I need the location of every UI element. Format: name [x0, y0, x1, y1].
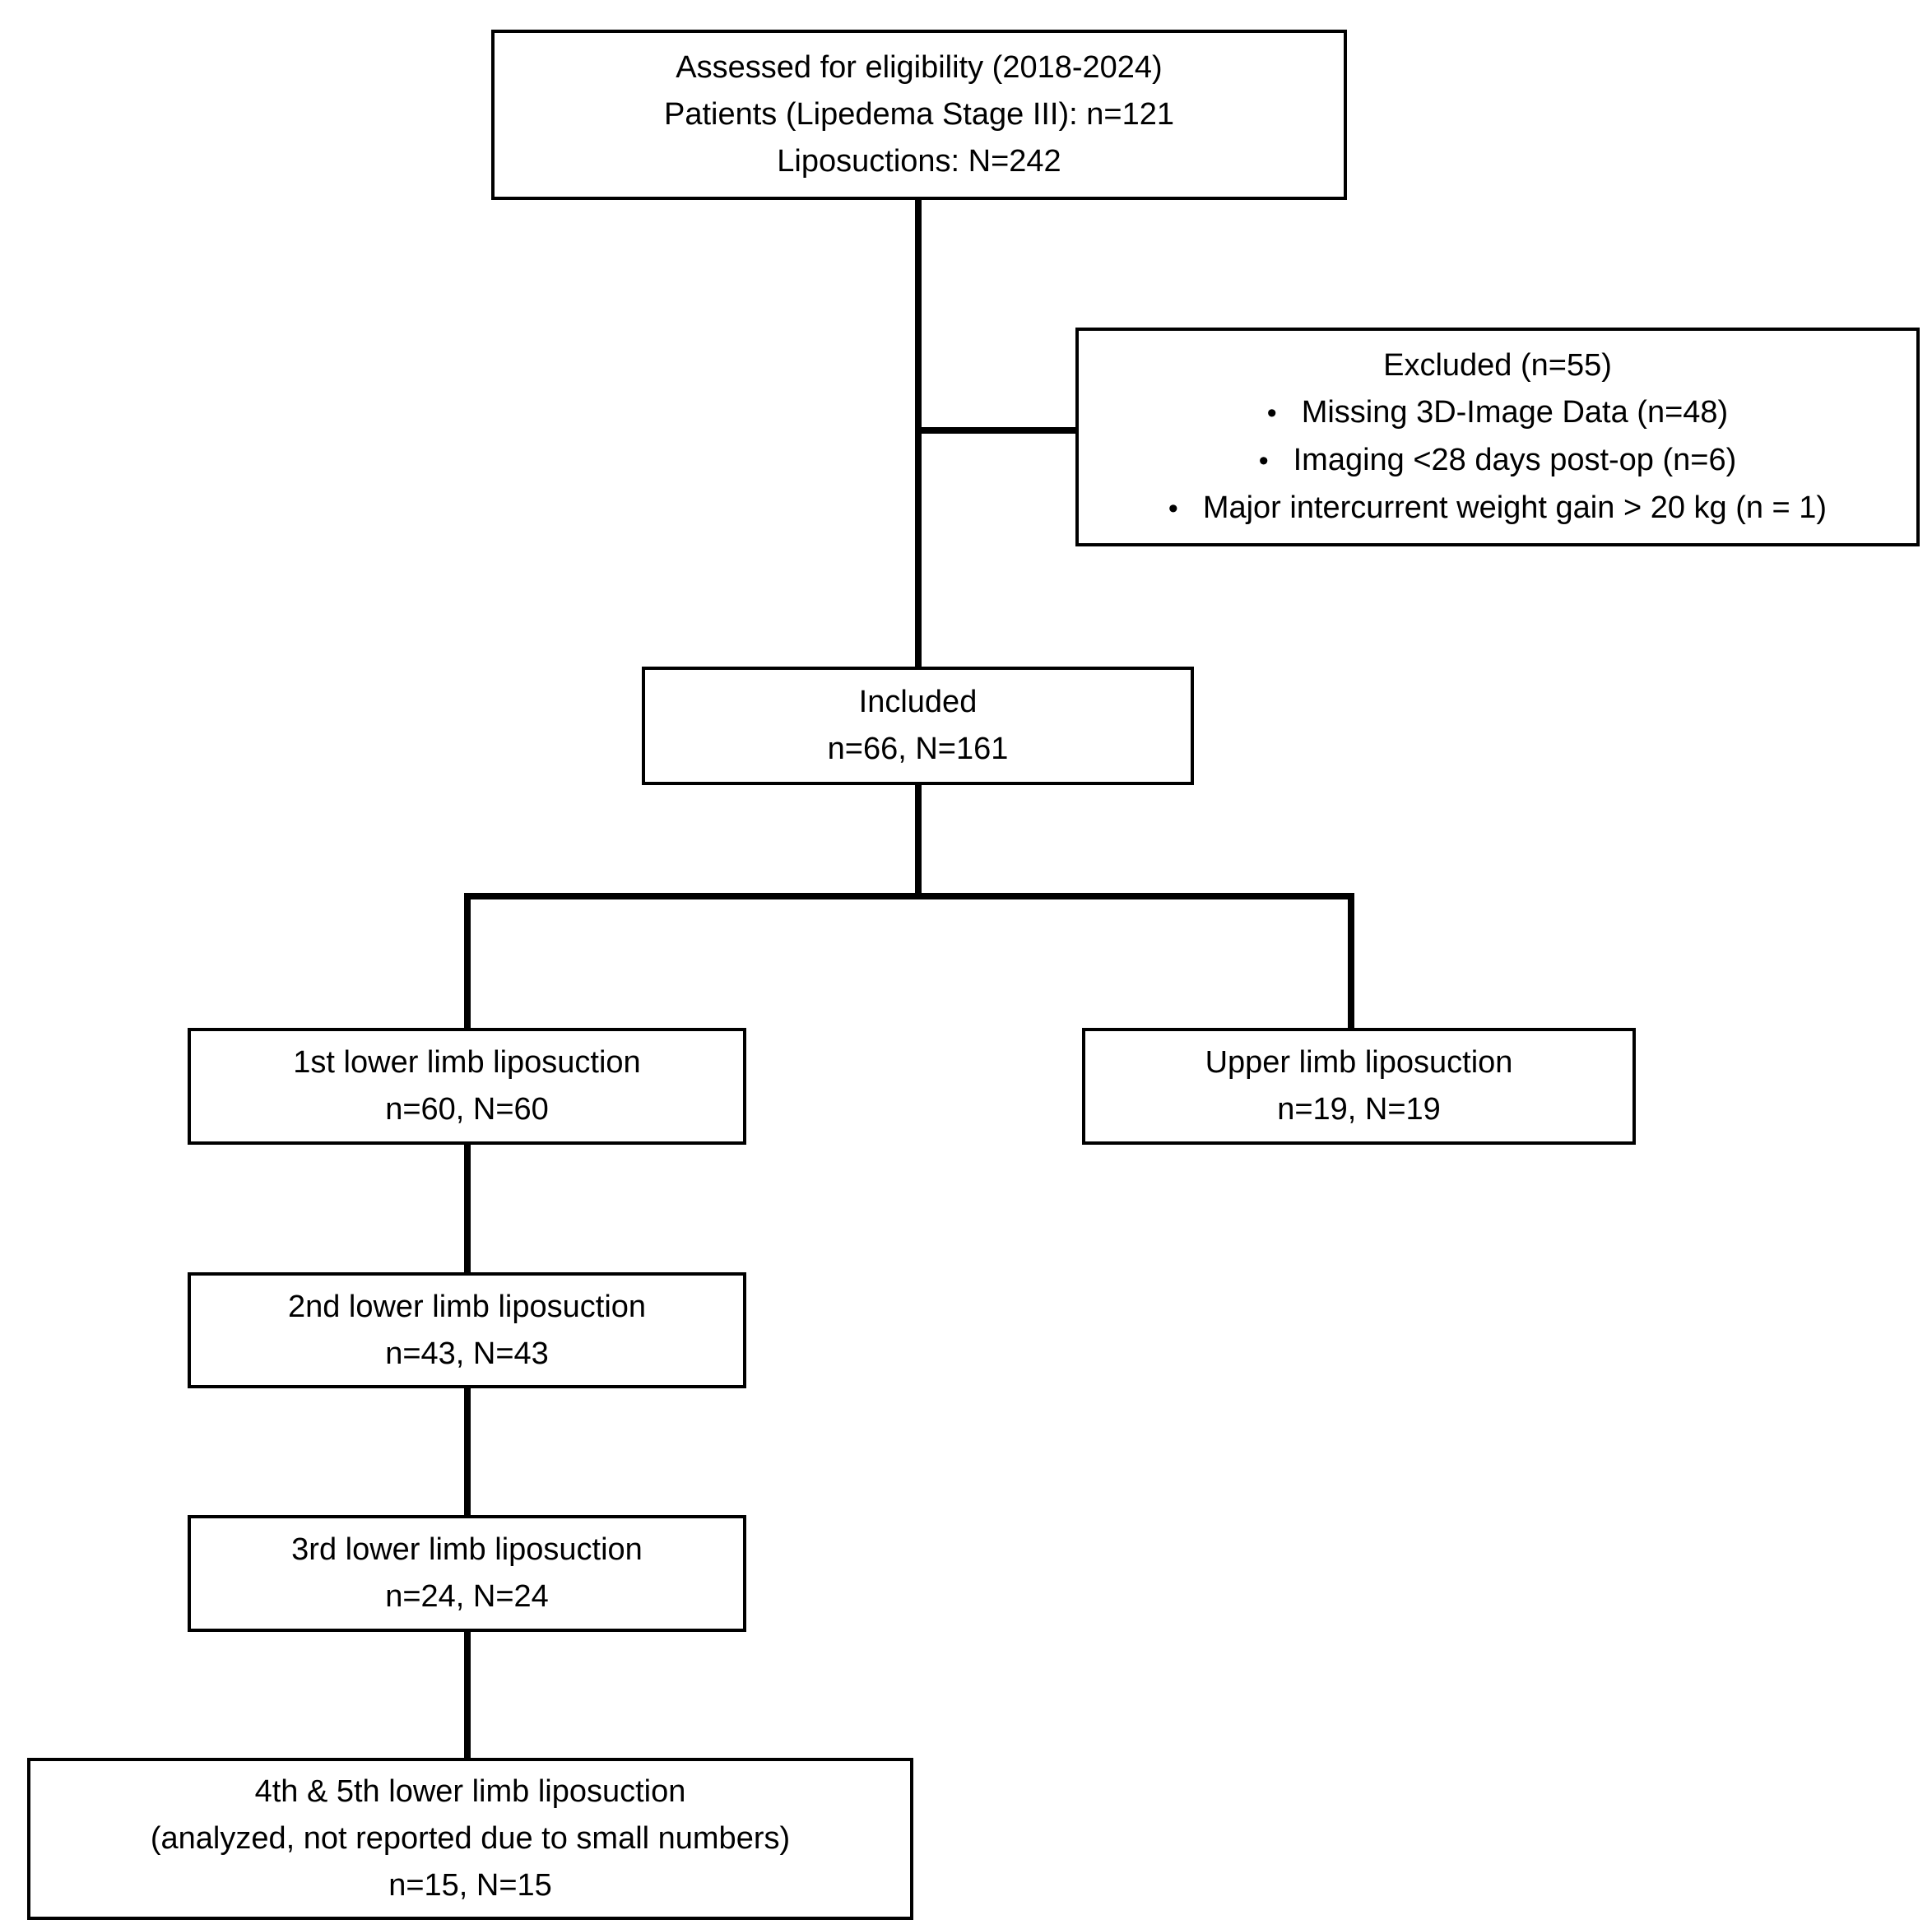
first-lower-line-2: n=60, N=60 — [385, 1092, 549, 1127]
excluded-item-1: • Missing 3D-Image Data (n=48) — [1267, 389, 1728, 437]
excluded-item-2-text: Imaging <28 days post-op (n=6) — [1293, 442, 1737, 477]
included-line-2: n=66, N=161 — [827, 732, 1009, 766]
connector-branch-horizontal — [464, 893, 1354, 899]
second-lower-line-1: 2nd lower limb liposuction — [287, 1289, 647, 1324]
connector-first-to-second — [464, 1145, 471, 1272]
assessed-eligibility-box: Assessed for eligibility (2018-2024) Pat… — [491, 30, 1347, 200]
excluded-title: Excluded (n=55) — [1383, 347, 1612, 383]
included-box: Included n=66, N=161 — [642, 667, 1194, 785]
excluded-box: Excluded (n=55) • Missing 3D-Image Data … — [1075, 328, 1920, 546]
connector-to-excluded — [918, 427, 1075, 434]
excluded-item-3-text: Major intercurrent weight gain > 20 kg (… — [1202, 490, 1828, 525]
second-lower-limb-box: 2nd lower limb liposuction n=43, N=43 — [188, 1272, 746, 1388]
fourth-fifth-lower-limb-box: 4th & 5th lower limb liposuction (analyz… — [27, 1758, 913, 1920]
first-lower-line-1: 1st lower limb liposuction — [293, 1045, 641, 1080]
connector-branch-right-drop — [1348, 893, 1354, 1028]
excluded-item-2: • Imaging <28 days post-op (n=6) — [1259, 437, 1737, 485]
first-lower-limb-box: 1st lower limb liposuction n=60, N=60 — [188, 1028, 746, 1145]
bullet-icon: • — [1266, 397, 1277, 429]
third-lower-line-2: n=24, N=24 — [385, 1579, 549, 1614]
second-lower-line-2: n=43, N=43 — [385, 1336, 549, 1371]
bullet-icon: • — [1258, 444, 1269, 476]
fourth-fifth-line-1: 4th & 5th lower limb liposuction — [254, 1774, 686, 1809]
excluded-item-1-text: Missing 3D-Image Data (n=48) — [1301, 394, 1729, 430]
connector-branch-left-drop — [464, 893, 471, 1028]
assessed-line-1: Assessed for eligibility (2018-2024) — [676, 50, 1163, 85]
upper-limb-line-1: Upper limb liposuction — [1205, 1045, 1513, 1080]
third-lower-line-1: 3rd lower limb liposuction — [291, 1532, 643, 1567]
assessed-line-3: Liposuctions: N=242 — [777, 144, 1061, 179]
upper-limb-box: Upper limb liposuction n=19, N=19 — [1082, 1028, 1636, 1145]
connector-second-to-third — [464, 1388, 471, 1515]
connector-third-to-fourth — [464, 1632, 471, 1758]
assessed-line-2: Patients (Lipedema Stage III): n=121 — [663, 97, 1174, 132]
fourth-fifth-line-2: (analyzed, not reported due to small num… — [150, 1821, 791, 1856]
bullet-icon: • — [1168, 492, 1178, 524]
fourth-fifth-line-3: n=15, N=15 — [388, 1868, 552, 1903]
included-line-1: Included — [858, 685, 978, 719]
connector-included-to-branch — [915, 785, 922, 899]
excluded-item-3: • Major intercurrent weight gain > 20 kg… — [1168, 485, 1827, 532]
third-lower-limb-box: 3rd lower limb liposuction n=24, N=24 — [188, 1515, 746, 1632]
upper-limb-line-2: n=19, N=19 — [1277, 1092, 1441, 1127]
